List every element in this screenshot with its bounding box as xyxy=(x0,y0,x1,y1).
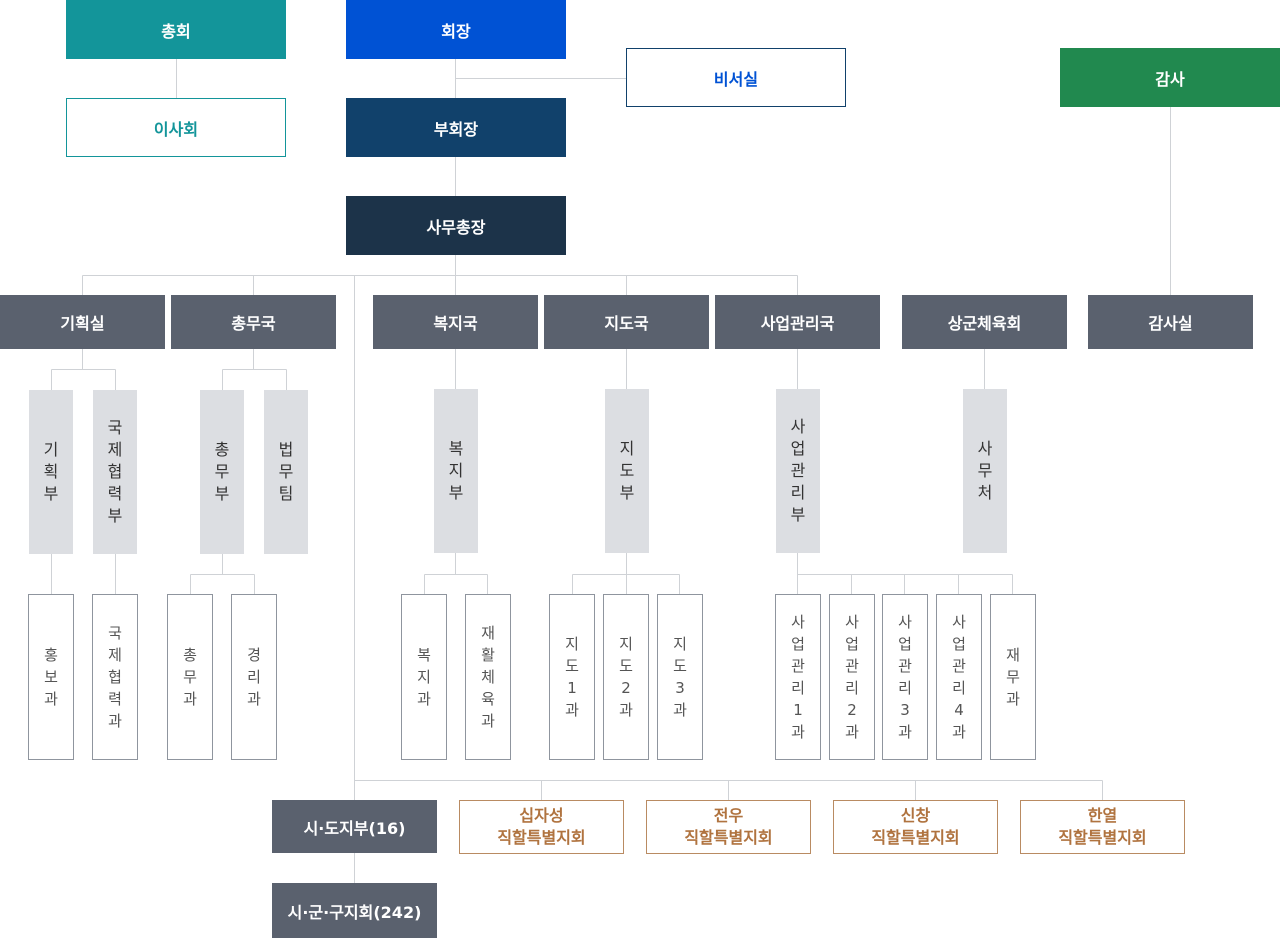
branch-sinchang-label: 신창 직할특별지회 xyxy=(871,806,960,847)
secretariat-label: 비서실 xyxy=(713,69,759,89)
board-label: 이사회 xyxy=(153,119,199,139)
president-box: 회장 xyxy=(346,0,566,59)
branch-hanyeol-label: 한열 직할특별지회 xyxy=(1058,806,1147,847)
secretary-general-box: 사무총장 xyxy=(346,196,566,255)
dept-guidance-label: 지도국 xyxy=(604,314,649,333)
dept-business: 사업관리국 xyxy=(715,295,880,349)
dept-planning: 기획실 xyxy=(0,295,165,349)
general-assembly-box: 총회 xyxy=(66,0,286,59)
president-label: 회장 xyxy=(441,21,471,41)
branch-jeonu-label: 전우 직할특별지회 xyxy=(684,806,773,847)
dept-guidance: 지도국 xyxy=(544,295,709,349)
secretariat-box: 비서실 xyxy=(626,48,846,107)
branch-sipjaseong-label: 십자성 직할특별지회 xyxy=(497,806,586,847)
branch-sipjaseong: 십자성 직할특별지회 xyxy=(459,800,624,854)
dept-sanggun-label: 상군체육회 xyxy=(947,314,1022,333)
general-assembly-label: 총회 xyxy=(161,21,191,41)
dept-general-affairs-label: 총무국 xyxy=(231,314,276,333)
dept-sanggun: 상군체육회 xyxy=(902,295,1067,349)
secretary-general-label: 사무총장 xyxy=(426,217,486,237)
branch-local-label: 시·군·구지회(242) xyxy=(287,902,422,922)
dept-welfare-label: 복지국 xyxy=(433,314,478,333)
branch-jeonu: 전우 직할특별지회 xyxy=(646,800,811,854)
vice-president-box: 부회장 xyxy=(346,98,566,157)
audit-label: 감사 xyxy=(1155,69,1185,89)
branch-sinchang: 신창 직할특별지회 xyxy=(833,800,998,854)
board-box: 이사회 xyxy=(66,98,286,157)
dept-audit-office: 감사실 xyxy=(1088,295,1253,349)
branch-local: 시·군·구지회(242) xyxy=(272,883,437,938)
dept-general-affairs: 총무국 xyxy=(171,295,336,349)
vice-president-label: 부회장 xyxy=(433,119,479,139)
audit-box: 감사 xyxy=(1060,48,1280,107)
dept-audit-office-label: 감사실 xyxy=(1148,314,1193,333)
dept-business-label: 사업관리국 xyxy=(760,314,835,333)
branch-hanyeol: 한열 직할특별지회 xyxy=(1020,800,1185,854)
branch-provincial: 시·도지부(16) xyxy=(272,800,437,853)
dept-planning-label: 기획실 xyxy=(60,314,105,333)
branch-provincial-label: 시·도지부(16) xyxy=(303,818,406,838)
dept-welfare: 복지국 xyxy=(373,295,538,349)
